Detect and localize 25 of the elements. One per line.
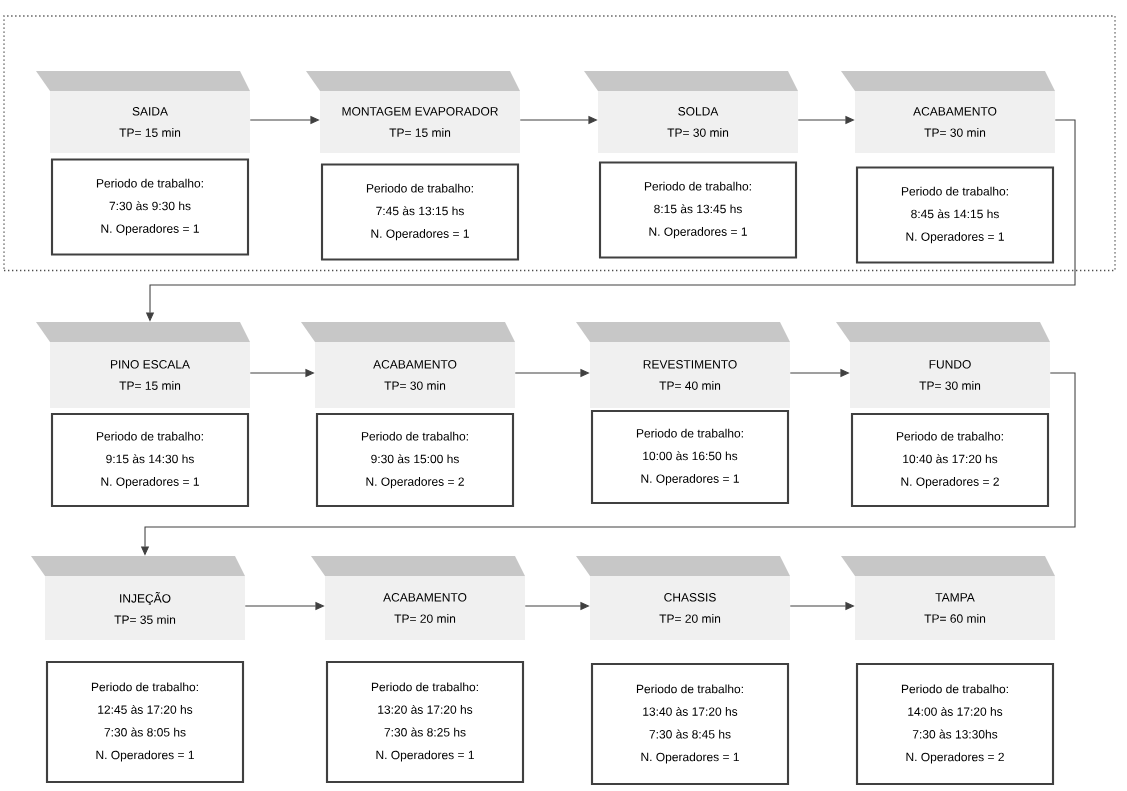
process-block: PINO ESCALA TP= 15 min bbox=[36, 322, 250, 408]
info-box: Periodo de trabalho: 12:45 às 17:20 hs 7:30 às 8:05 hs N. Operadores = 1 bbox=[45, 660, 245, 784]
process-block: INJEÇÃO TP= 35 min bbox=[31, 556, 245, 640]
info-box: Periodo de trabalho: 10:00 às 16:50 hs N. Operadores = 1 bbox=[590, 409, 790, 505]
info-box: Periodo de trabalho: 7:45 às 13:15 hs N. Operadores = 1 bbox=[320, 163, 520, 261]
info-box: Periodo de trabalho: 8:45 às 14:15 hs N. Operadores = 1 bbox=[855, 166, 1055, 264]
process-block: ACABAMENTO TP= 30 min bbox=[841, 71, 1055, 153]
info-box: Periodo de trabalho: 7:30 às 9:30 hs N. Operadores = 1 bbox=[50, 158, 250, 256]
info-box: Periodo de trabalho: 13:40 às 17:20 hs 7:30 às 8:45 hs N. Operadores = 1 bbox=[590, 662, 790, 786]
process-block: FUNDO TP= 30 min bbox=[836, 322, 1050, 408]
process-block: SOLDA TP= 30 min bbox=[584, 71, 798, 153]
info-box: Periodo de trabalho: 9:15 às 14:30 hs N. Operadores = 1 bbox=[50, 412, 250, 508]
process-block: ACABAMENTO TP= 30 min bbox=[301, 322, 515, 408]
process-block: SAIDA TP= 15 min bbox=[36, 71, 250, 153]
process-block: TAMPA TP= 60 min bbox=[841, 556, 1055, 640]
info-box: Periodo de trabalho: 10:40 às 17:20 hs N. Operadores = 2 bbox=[850, 412, 1050, 508]
process-block: CHASSIS TP= 20 min bbox=[576, 556, 790, 640]
process-block: ACABAMENTO TP= 20 min bbox=[311, 556, 525, 640]
info-box: Periodo de trabalho: 13:20 às 17:20 hs 7:30 às 8:25 hs N. Operadores = 1 bbox=[325, 660, 525, 784]
process-block: REVESTIMENTO TP= 40 min bbox=[576, 322, 790, 408]
process-block: MONTAGEM EVAPORADOR TP= 15 min bbox=[306, 71, 520, 153]
info-box: Periodo de trabalho: 8:15 às 13:45 hs N. Operadores = 1 bbox=[598, 161, 798, 259]
info-box: Periodo de trabalho: 14:00 às 17:20 hs 7:30 às 13:30hs N. Operadores = 2 bbox=[855, 662, 1055, 786]
dotted-frame bbox=[3, 15, 1116, 272]
info-box: Periodo de trabalho: 9:30 às 15:00 hs N. Operadores = 2 bbox=[315, 412, 515, 508]
